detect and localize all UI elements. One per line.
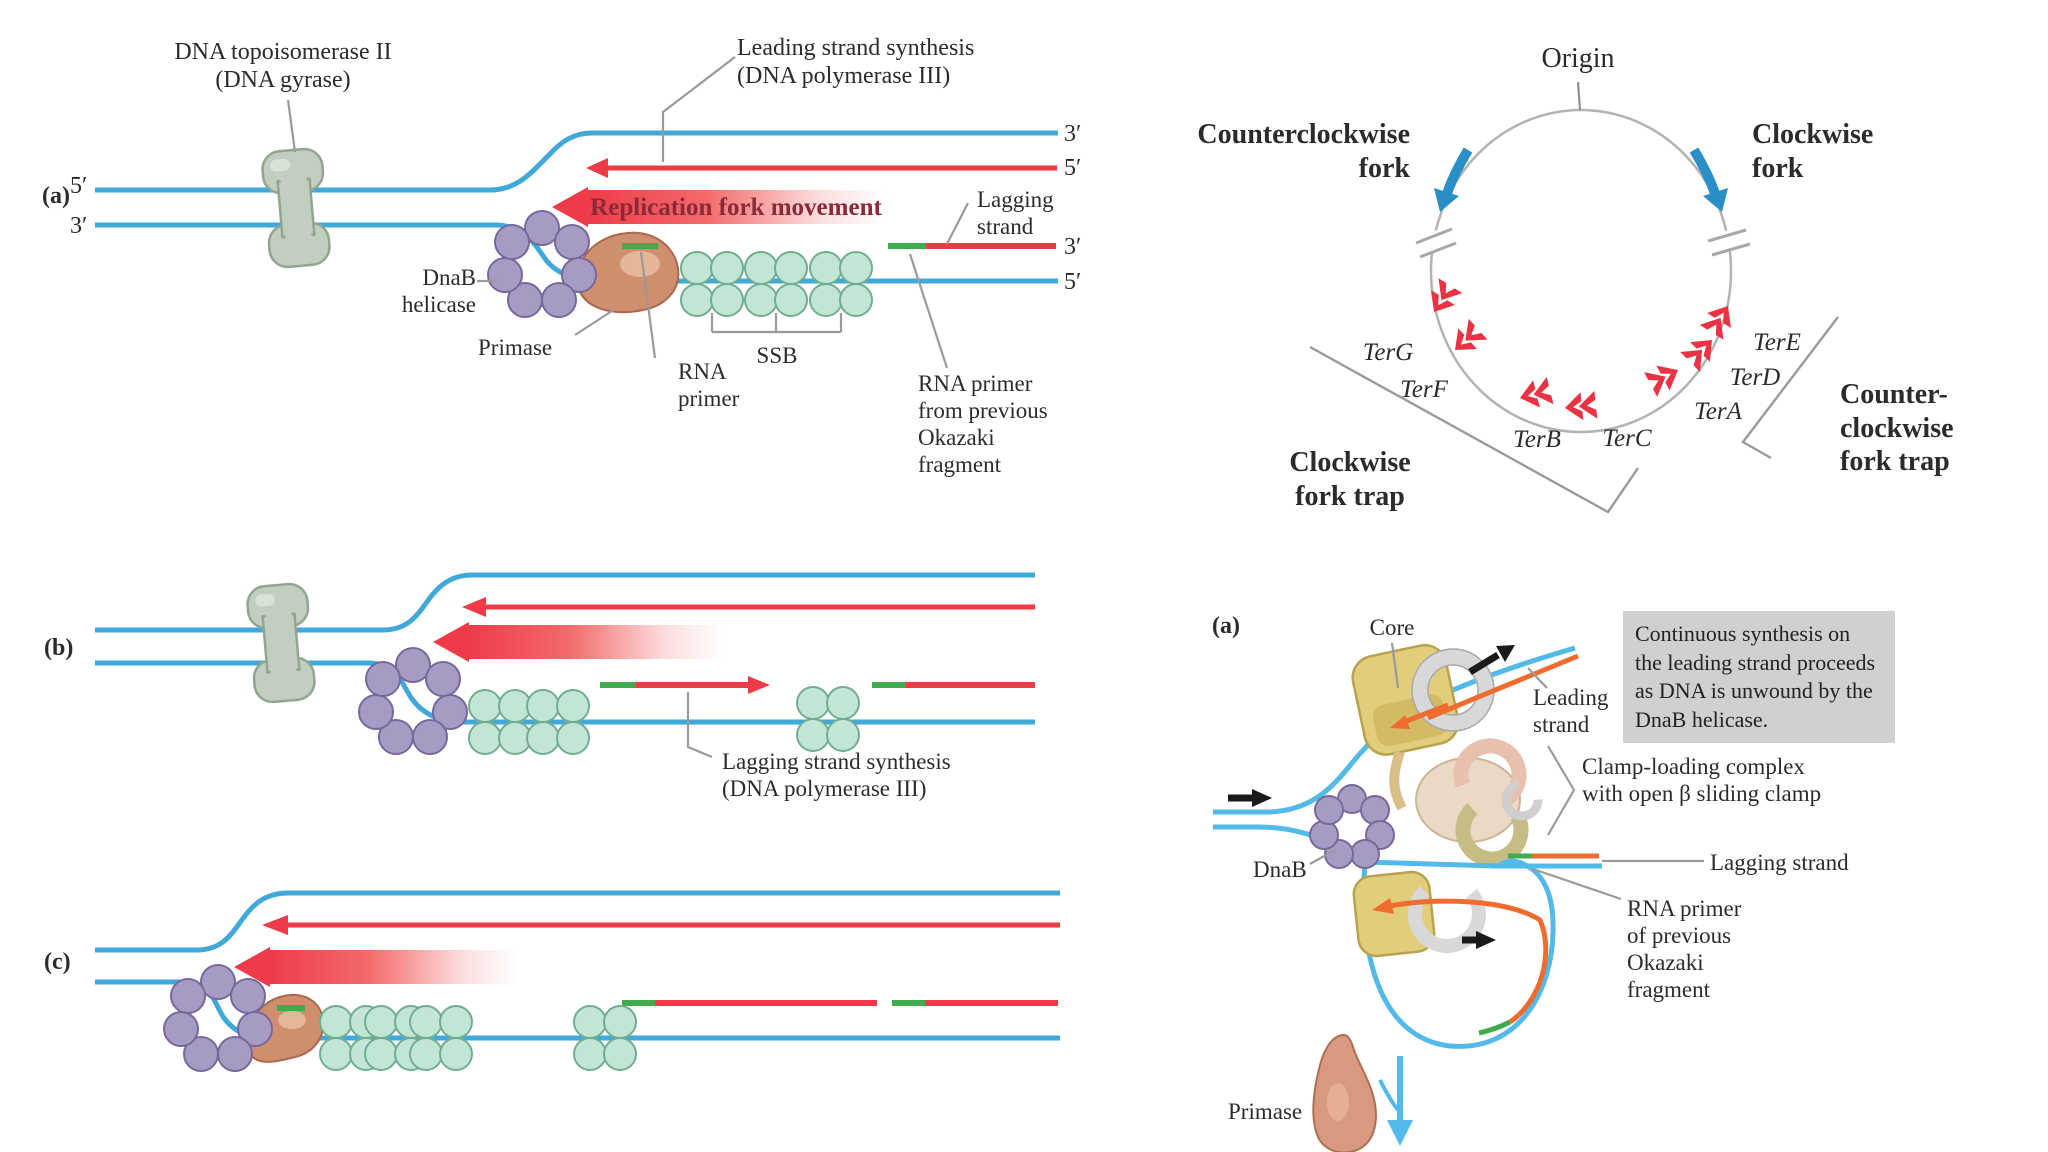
- topoisomerase-shape: [259, 146, 333, 270]
- five-prime-label: 5′: [1064, 269, 1082, 295]
- primase-label: Primase: [1228, 1099, 1303, 1124]
- clockwise-fork-arrow: [1689, 147, 1721, 199]
- three-prime-label: 3′: [1064, 234, 1082, 260]
- counterclockwise-fork-label: Counterclockwise fork: [1197, 119, 1410, 184]
- panel-c-tag: (c): [44, 949, 71, 975]
- ter-site-chevron-e: [1699, 298, 1740, 340]
- rna-primer-label: RNA primer: [678, 359, 740, 412]
- okazaki-primer-label: RNA primer of previous Okazaki fragment: [1627, 896, 1742, 1003]
- template-strand-top: [95, 890, 1060, 953]
- break-mark: [1707, 228, 1747, 243]
- ter-site-chevron-b: [1516, 376, 1554, 412]
- ter-e-label: TerE: [1753, 329, 1801, 356]
- panel-b-tag: (b): [44, 635, 74, 661]
- panel-c-art: [95, 890, 1060, 1072]
- pointer-lines: [286, 56, 969, 369]
- lagging-synthesis-label: Lagging strand synthesis (DNA polymerase…: [722, 749, 951, 802]
- ter-b-label: TerB: [1513, 426, 1561, 453]
- five-prime-label: 5′: [1064, 155, 1082, 181]
- dnab-helicase-label: DnaB helicase: [401, 265, 476, 318]
- three-prime-label: 3′: [70, 213, 88, 239]
- panel-a-tag: (a): [42, 183, 70, 209]
- clamp-loading-label: Clamp-loading complex with open β slidin…: [1582, 754, 1822, 807]
- open-beta-clamp: [1501, 779, 1543, 821]
- origin-tick: [1576, 81, 1582, 111]
- okazaki-primer-green: [1478, 1019, 1512, 1036]
- dnab-label: DnaB: [1253, 857, 1307, 882]
- chromosome-circle: [1429, 108, 1733, 434]
- okazaki-primer-label: RNA primer from previous Okazaki fragmen…: [918, 371, 1048, 478]
- five-prime-label: 5′: [70, 173, 88, 199]
- fork-movement-arrow-tail: [268, 950, 518, 984]
- topoisomerase-shape: [244, 581, 318, 705]
- replisome-panel-tag: (a): [1212, 613, 1240, 639]
- ter-d-label: TerD: [1729, 364, 1781, 391]
- fork-movement-arrow-tail: [467, 625, 722, 659]
- ssb-label: SSB: [756, 343, 798, 368]
- ssb-tetramer: [796, 686, 860, 752]
- lagging-strand-label: Lagging strand: [977, 187, 1054, 240]
- clockwise-trap-label: Clockwise fork trap: [1289, 447, 1411, 512]
- clockwise-fork-label: Clockwise fork: [1752, 119, 1874, 184]
- replisome-art: [1213, 642, 1704, 1152]
- plasmid-art: [1309, 81, 1839, 514]
- fork-movement-label: Replication fork movement: [590, 194, 882, 221]
- fork-movement-arrowhead: [234, 947, 270, 987]
- clamp-loader-pink-subunit: [1453, 738, 1527, 812]
- ter-g-label: TerG: [1362, 339, 1414, 366]
- tau-linker: [1389, 750, 1407, 811]
- panel-b-art: [95, 572, 1035, 759]
- continuous-synthesis-callout: Continuous synthesis on the leading stra…: [1623, 611, 1895, 744]
- fork-movement-arrowhead: [552, 187, 588, 227]
- fork-movement-arrowhead: [433, 622, 469, 662]
- origin-label: Origin: [1541, 43, 1615, 74]
- pointer-line: [686, 692, 713, 759]
- beta-clamp-top: [1412, 649, 1494, 731]
- fork-movement-arrow-tail: [586, 190, 886, 224]
- template-strand-top: [95, 572, 1035, 633]
- leading-strand-label: Leading strand: [1533, 685, 1609, 738]
- clockwise-trap-bracket: [1309, 345, 1639, 514]
- three-prime-label: 3′: [1064, 121, 1082, 147]
- ter-f-label: TerF: [1400, 376, 1448, 403]
- ter-site-chevron-g: [1422, 278, 1463, 320]
- primase-label: Primase: [478, 335, 553, 360]
- lagging-strand-label: Lagging strand: [1710, 850, 1849, 875]
- okazaki-new-strand: [1389, 898, 1549, 1025]
- pointer-lines: [1309, 642, 1704, 901]
- template-strand-top: [95, 130, 1058, 193]
- ter-c-label: TerC: [1602, 425, 1652, 452]
- dnab-helicase-ring: [1309, 784, 1395, 869]
- topoisomerase-label: DNA topoisomerase II (DNA gyrase): [174, 39, 392, 94]
- ter-site-chevron-c: [1563, 390, 1598, 422]
- leading-new-strand: [1427, 653, 1579, 721]
- counterclockwise-trap-bracket: [1741, 316, 1839, 460]
- ssb-tetramer: [744, 251, 808, 317]
- leading-synthesis-label: Leading strand synthesis (DNA polymerase…: [737, 35, 975, 90]
- ter-a-label: TerA: [1694, 398, 1742, 425]
- counterclockwise-fork-arrow: [1441, 147, 1473, 199]
- break-mark: [1415, 227, 1453, 245]
- ssb-tetramer: [809, 251, 873, 317]
- panel-a-art: [95, 56, 1058, 369]
- counterclockwise-trap-label: Counter- clockwise fork trap: [1840, 379, 1954, 478]
- ssb-tetramer: [680, 251, 744, 317]
- core-label: Core: [1369, 615, 1415, 640]
- dnab-helicase-ring: [487, 210, 597, 318]
- leading-direction-arrow: [1468, 652, 1500, 675]
- ter-site-chevron-a: [1644, 357, 1685, 397]
- leading-synthesis-arrowhead: [1390, 715, 1410, 729]
